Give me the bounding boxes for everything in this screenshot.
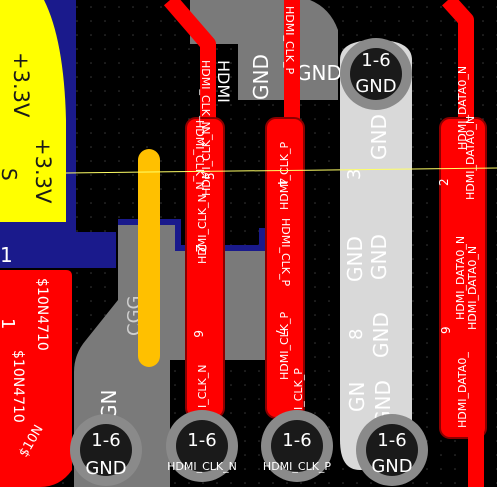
net-10n4710-label-b: $10N4710 — [10, 350, 26, 423]
ratsnest-line — [65, 167, 497, 174]
pin-s-label: S — [0, 168, 21, 181]
trace-hdmi-data0-n-top[interactable] — [442, 0, 474, 120]
hdmi-clk-p-label-a: HDMI_CLK_P — [283, 6, 296, 74]
hdmi-data0-n-label-d: HDMI_DATA0_N — [466, 246, 479, 330]
hdmi-data0-n-label-c: HDMI_DATA0_N — [454, 236, 467, 320]
hdmi-word: HDMI — [214, 60, 233, 103]
pin-2-label: 2 — [192, 244, 208, 253]
pad-top-num: 1-6 — [361, 50, 390, 71]
hdmi-data0-n-label-a: HDMI_DATA0_N — [456, 66, 469, 150]
pin-5-label: 5 — [203, 172, 217, 180]
pin-one-label: 1 — [0, 243, 13, 267]
pin-7-label: 7 — [273, 328, 287, 336]
gnd-label-mid-c: GND — [369, 312, 393, 358]
gnd-label-left-b: GND — [343, 236, 367, 282]
gnd-label-mid-a: GND — [367, 114, 391, 160]
power-label-3v3-b: +3.3V — [31, 138, 55, 204]
hdmi-clk-n-label-b: HDMI_CLK_N — [193, 120, 206, 190]
trace-hdmi-clk-n-top[interactable] — [163, 0, 216, 120]
pad-a-net: GND — [85, 458, 126, 479]
pad-a-num: 1-6 — [91, 430, 120, 451]
hdmi-clk-n-label-d: HDMI_CLK_N — [196, 194, 209, 264]
pin-3-label: 3 — [344, 169, 365, 180]
pin-9-label: 9 — [439, 326, 453, 334]
gnd-label-left-c: GN — [345, 382, 369, 412]
via-pad-a-gnd[interactable]: 1-6 GND — [70, 414, 142, 486]
hdmi-data0-label-e: HDMI_DATA0_ — [456, 352, 469, 428]
pad-c-num: 1-6 — [282, 430, 311, 451]
hdmi-clk-n-label-a: HDMI_CLK_N — [199, 60, 212, 130]
pin-2b-label: 2 — [437, 178, 451, 186]
pad-c-net: HDMI_CLK_P — [263, 460, 331, 473]
pad-b-net: HDMI_CLK_N — [167, 460, 237, 473]
hdmi-clk-p-label-e: I_CLK_P — [292, 368, 305, 410]
hdmi-clk-p-label-c: HDMI_CLK_P — [279, 218, 292, 286]
via-pad-d-gnd[interactable]: 1-6 GND — [356, 414, 428, 486]
pad-top-net: GND — [355, 76, 396, 97]
pin-one-label-b: 1 — [0, 318, 18, 329]
net-10n4710-pour — [0, 270, 72, 487]
pad-b-num: 1-6 — [187, 430, 216, 451]
gnd-label-mid-b: GND — [367, 234, 391, 280]
gnd-strip — [340, 40, 412, 470]
via-pad-top-gnd[interactable]: 1-6 GND — [340, 38, 412, 110]
pin-6-label: 6 — [191, 330, 205, 338]
gnd-label-top-b: GND — [296, 61, 342, 85]
net-10n4710-label-a: $10N4710 — [34, 278, 50, 351]
via-pad-b-hdmi-clk-n[interactable]: 1-6 HDMI_CLK_N — [166, 410, 238, 482]
pin-8-label: 8 — [346, 329, 367, 340]
pin-4-label: 4 — [275, 178, 289, 186]
hdmi-clk-n-label-e: I_CLK_N — [196, 365, 209, 409]
hdmi-clk-n-label-c: HDMI_CLK_N — [200, 126, 213, 196]
power-3v3-pour — [0, 0, 66, 222]
hdmi-clk-p-label-d: HDMI_CLK_P — [278, 312, 291, 380]
hdmi-data0-n-label-b: HDMI_DATA0_N — [464, 116, 477, 200]
via-pad-c-hdmi-clk-p[interactable]: 1-6 HDMI_CLK_P — [261, 410, 333, 482]
power-label-3v3-a: +3.3V — [9, 52, 33, 118]
gnd-label-top: GND — [249, 54, 273, 100]
hdmi-clk-p-label-b: HDMI_CLK_P — [278, 142, 291, 210]
pad-d-net: GND — [371, 456, 412, 477]
trace-hdmi-data0-n[interactable] — [439, 117, 487, 439]
pad-d-num: 1-6 — [377, 430, 406, 451]
